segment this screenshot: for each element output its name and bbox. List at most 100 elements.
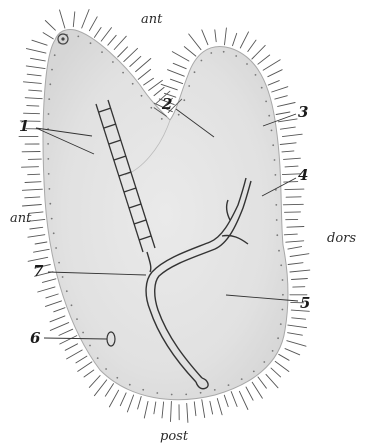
granule-dot [101,51,103,53]
cilium [89,17,97,31]
cilium [84,370,94,377]
cilium [263,60,280,70]
cilium [278,103,296,107]
cilium [25,98,42,99]
cilium [194,402,196,416]
cilium [25,197,40,198]
cilium [246,387,253,400]
cilium [60,336,77,344]
granule-dot [276,219,278,221]
cilium [258,55,270,64]
granule-dot [210,52,212,54]
cilium [288,263,303,265]
cilium [42,279,56,283]
cilium [60,10,65,28]
cilium [202,30,208,45]
cilium [28,235,45,238]
granule-dot [246,63,248,65]
cilium [282,151,294,152]
granule-dot [261,87,263,89]
cilium [105,384,113,397]
cilium [65,344,77,351]
granule-dot [277,337,279,339]
cilium [109,390,118,407]
granule-dot [48,173,50,175]
cilium [59,329,73,335]
cilium [284,158,301,159]
granule-dot [161,118,163,120]
cilium [184,47,196,57]
granule-dot [280,323,282,325]
cilium [275,96,288,99]
cilium [38,287,55,292]
cilium [233,33,237,45]
cilium [24,113,40,114]
granule-dot [241,378,243,380]
cilium [287,341,306,347]
cilium [239,391,248,409]
granule-dot [97,357,99,359]
granule-dot [90,42,92,44]
granule-dot [49,203,51,205]
cilium [23,82,41,84]
granule-dot [122,72,124,74]
label-dorsal: dors [327,231,356,246]
cilium [240,32,248,48]
granule-dot [71,304,73,306]
granule-dot [185,394,187,396]
cilium [22,189,42,190]
cilium [288,333,303,336]
cilium [50,323,68,331]
granule-dot [77,36,79,38]
cilium [45,21,55,31]
granule-dot [53,232,55,234]
granule-dot [49,188,51,190]
granule-dot [76,318,78,320]
cilium [144,78,154,85]
cilium [252,45,265,59]
cilium [285,166,298,167]
cilium [108,35,116,45]
cilium [76,356,87,363]
granule-dot [275,174,277,176]
cilium [144,401,148,418]
cilium [136,59,151,72]
granule-dot [47,143,49,145]
cilium [26,49,46,54]
cilium [252,382,262,398]
granule-dot [194,71,196,73]
cilium [266,374,278,387]
granule-dot [82,332,84,334]
cilium [118,47,128,57]
granule-dot [278,250,280,252]
granule-dot [255,74,257,76]
granule-dot [282,309,284,311]
granule-dot [201,60,203,62]
cilium [285,349,300,355]
granule-dot [48,113,50,115]
granule-dot [66,290,68,292]
cilium [127,395,133,412]
label-anterior-left: ant [10,211,32,226]
cilium [279,354,289,360]
granule-dot [235,55,237,57]
granule-dot [200,392,202,394]
cilium [282,134,302,136]
label-posterior: post [160,429,189,444]
granule-dot [268,115,270,117]
granule-dot [142,389,144,391]
cilium [171,402,172,422]
cilium [78,362,92,372]
cilium [26,66,45,69]
cilium [290,254,309,257]
granule-dot [89,345,91,347]
granule-dot [188,85,190,87]
cilium [268,81,279,86]
granule-dot [58,262,60,264]
cilium [32,40,47,45]
cilium [22,205,41,207]
granule-dot [49,83,51,85]
label-anterior-top: ant [141,12,163,27]
